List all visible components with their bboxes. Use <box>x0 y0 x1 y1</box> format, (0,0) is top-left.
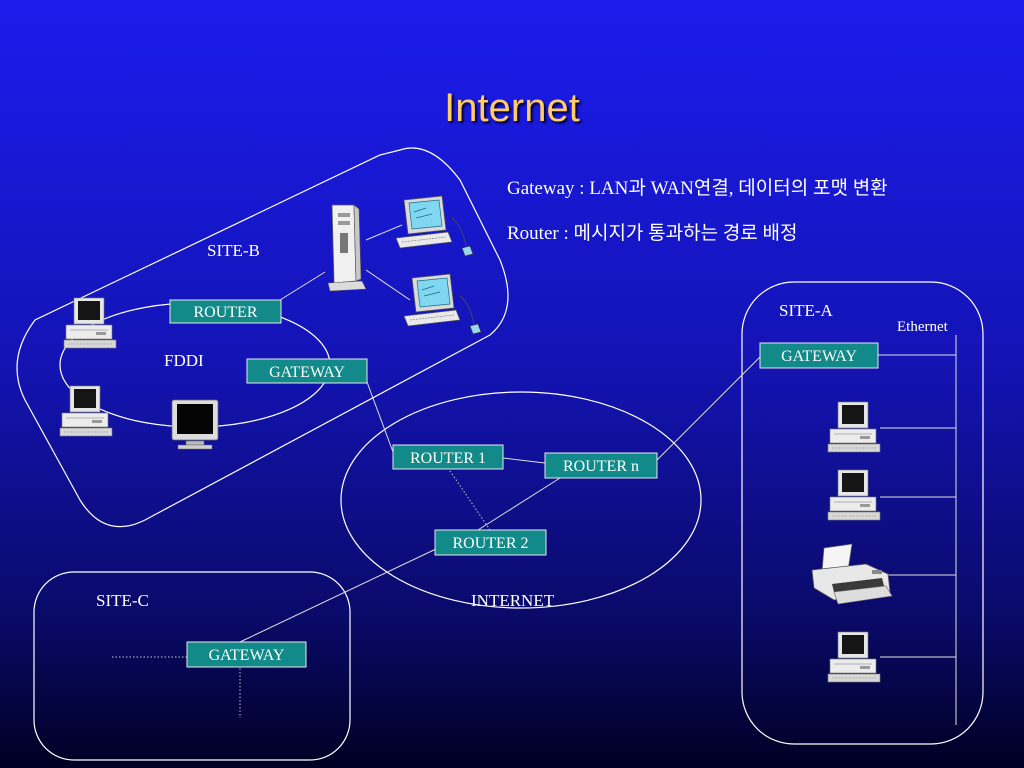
link-router-server <box>279 271 326 301</box>
printer-icon <box>811 543 893 605</box>
site-b-label: SITE-B <box>207 241 260 260</box>
site-a-gateway-box: GATEWAY <box>759 342 879 369</box>
router-definition: Router : 메시지가 통과하는 경로 배정 <box>507 223 798 244</box>
router-n-box: ROUTER n <box>544 452 658 479</box>
internet-cloud <box>340 391 702 609</box>
workstation-icon <box>395 195 474 257</box>
site-b-router-label: ROUTER <box>194 304 258 321</box>
monitor-icon <box>171 399 219 450</box>
site-c-boundary <box>33 571 351 761</box>
site-c-gateway-box: GATEWAY <box>186 641 307 668</box>
router-2-box: ROUTER 2 <box>434 529 547 556</box>
site-c-label: SITE-C <box>96 591 149 610</box>
pc-icon <box>827 469 881 521</box>
internet-label: INTERNET <box>471 591 555 610</box>
router-1-box: ROUTER 1 <box>392 444 504 470</box>
link-router1-routern <box>502 457 546 464</box>
pc-icon <box>827 401 881 453</box>
site-a-boundary <box>741 281 984 745</box>
fddi-label: FDDI <box>164 351 204 370</box>
site-b-boundary <box>16 147 509 528</box>
site-b-gateway-label: GATEWAY <box>269 364 345 381</box>
site-b-router-box: ROUTER <box>169 299 282 324</box>
pc-icon <box>63 297 117 349</box>
slide-title: Internet <box>444 86 580 130</box>
link-router2-gatewayc <box>239 547 439 643</box>
ethernet-label: Ethernet <box>897 319 949 335</box>
site-a-gateway-label: GATEWAY <box>781 348 857 365</box>
pc-icon <box>827 631 881 683</box>
site-a-label: SITE-A <box>779 301 834 320</box>
link-server-ws1 <box>365 224 403 241</box>
site-b-gateway-box: GATEWAY <box>246 358 368 384</box>
link-routern-router2 <box>477 477 561 531</box>
router-1-label: ROUTER 1 <box>410 450 486 467</box>
router-2-label: ROUTER 2 <box>453 535 529 552</box>
link-routern-gatewaya <box>656 356 761 461</box>
workstation-icon <box>403 273 482 335</box>
site-c-gateway-label: GATEWAY <box>209 647 285 664</box>
gateway-definition: Gateway : LAN과 WAN연결, 데이터의 포맷 변환 <box>507 178 888 199</box>
link-server-ws2 <box>365 269 411 301</box>
link-gatewayb-router1 <box>366 381 394 453</box>
server-icon <box>327 204 367 292</box>
link-router1-router2 <box>447 467 491 531</box>
router-n-label: ROUTER n <box>563 458 639 475</box>
